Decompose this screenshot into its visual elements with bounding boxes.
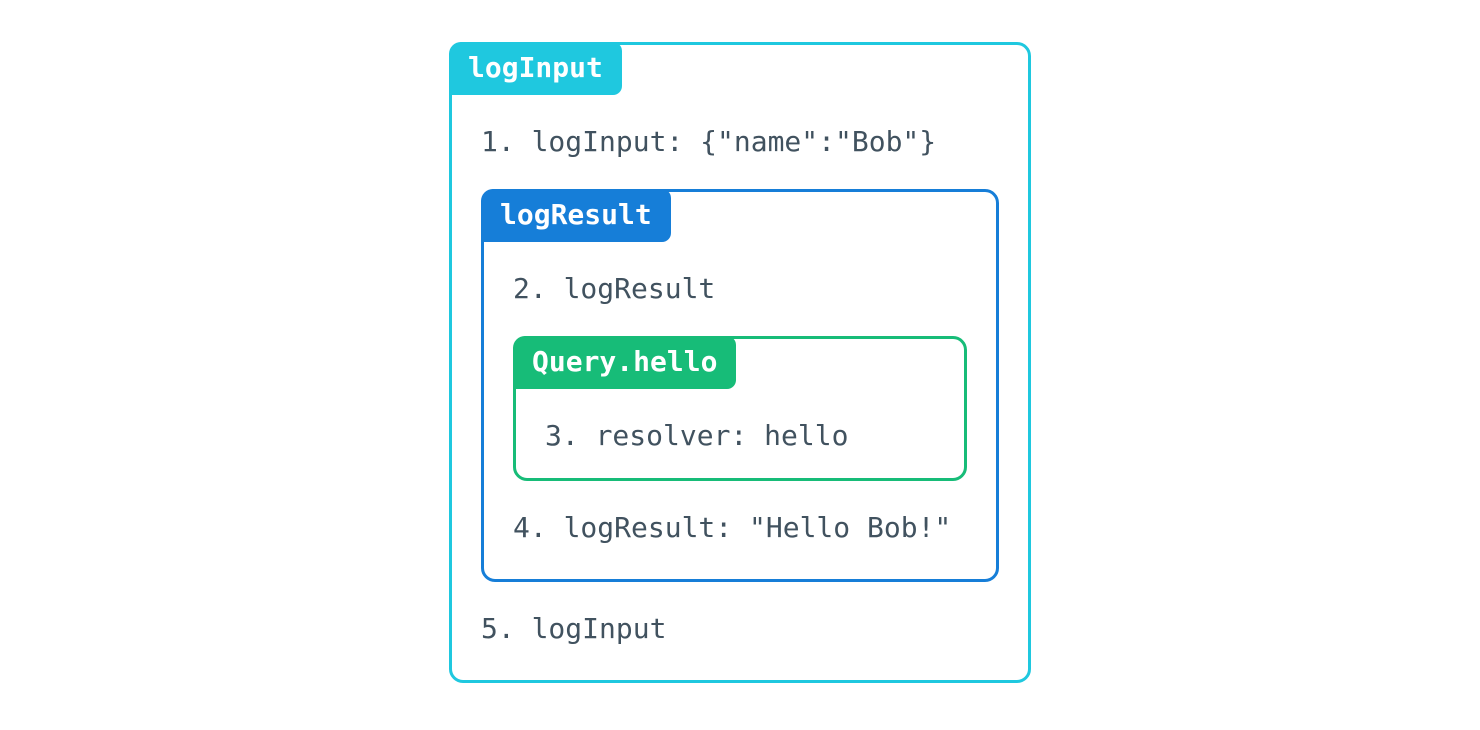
step-3-resolver: 3. resolver: hello	[545, 419, 849, 452]
logresult-tab-label: logResult	[481, 189, 671, 242]
query-hello-box-body: 3. resolver: hello	[516, 389, 964, 478]
logresult-box-body: 2. logResult Query.hello 3. resolver: he…	[484, 242, 996, 579]
loginput-tab-label: logInput	[449, 42, 622, 95]
loginput-box: logInput 1. logInput: {"name":"Bob"} log…	[449, 42, 1031, 683]
logresult-box: logResult 2. logResult Query.hello 3. re…	[481, 189, 999, 582]
middleware-diagram: logInput 1. logInput: {"name":"Bob"} log…	[449, 42, 1031, 683]
step-4-logresult-after: 4. logResult: "Hello Bob!"	[513, 511, 952, 544]
query-hello-tab-label: Query.hello	[513, 336, 737, 389]
query-hello-box: Query.hello 3. resolver: hello	[513, 336, 967, 481]
step-2-logresult-before: 2. logResult	[513, 272, 716, 305]
loginput-box-body: 1. logInput: {"name":"Bob"} logResult 2.…	[452, 95, 1028, 680]
step-5-loginput-after: 5. logInput	[481, 612, 667, 645]
step-1-loginput-before: 1. logInput: {"name":"Bob"}	[481, 125, 937, 158]
